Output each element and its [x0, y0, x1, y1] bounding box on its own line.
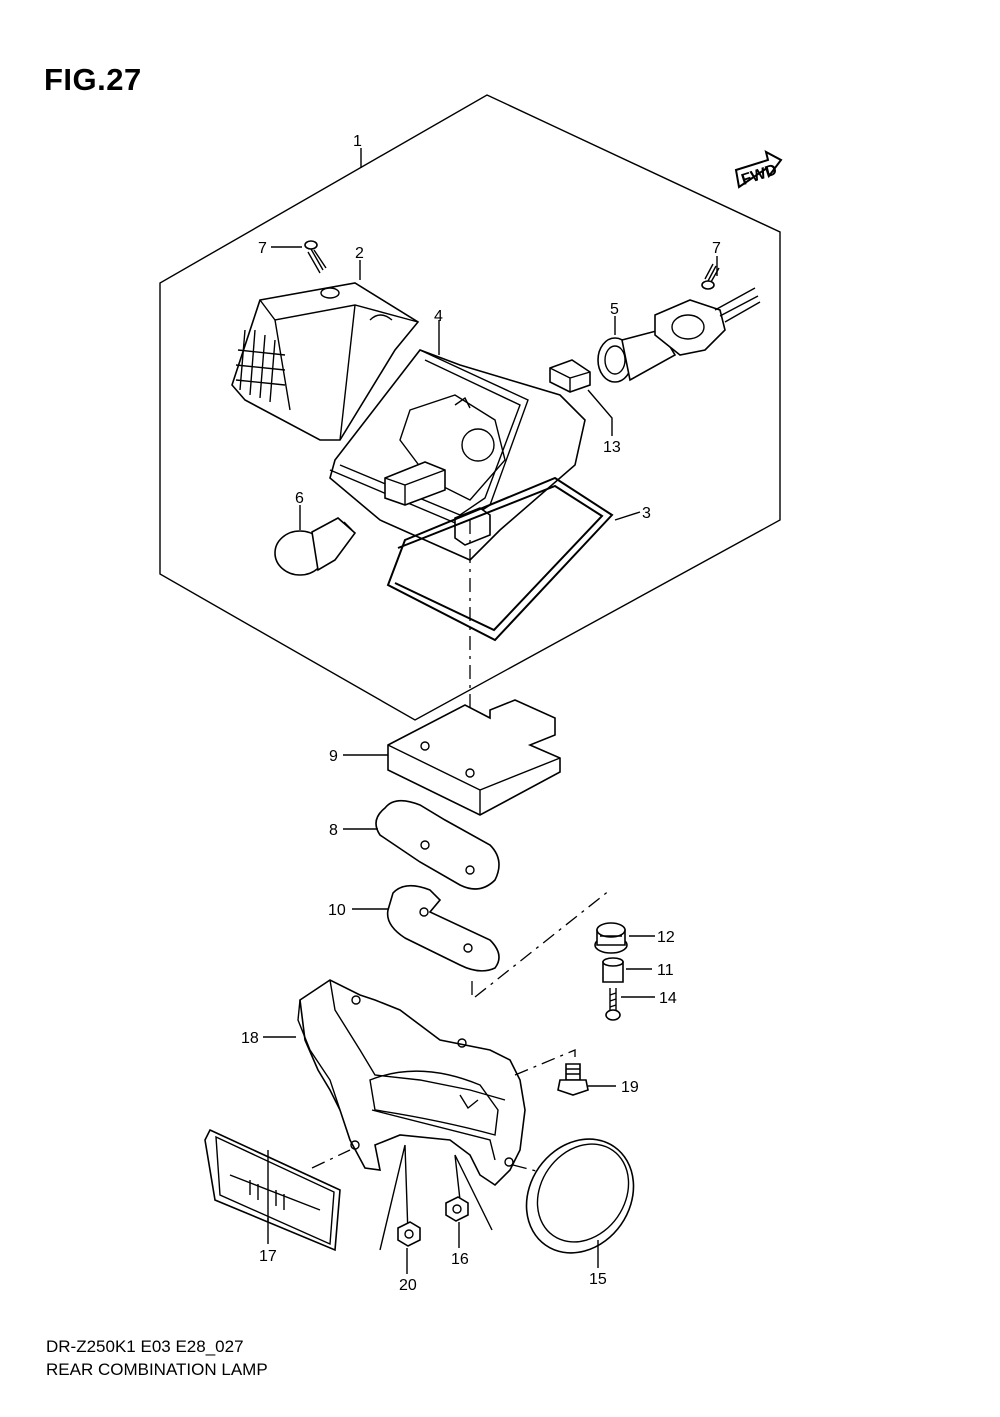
model-code-caption: DR-Z250K1 E03 E28_027: [46, 1337, 244, 1356]
screw-part-left: [304, 240, 327, 274]
callout-7-left: 7: [258, 240, 267, 257]
rear-reflector-part: [204, 1128, 341, 1252]
callout-5: 5: [610, 301, 619, 318]
callout-10: 10: [328, 902, 346, 919]
clamp-part: [549, 359, 591, 393]
callout-14: 14: [659, 990, 677, 1007]
socket-part: [597, 287, 761, 383]
grommet-part: [594, 922, 628, 954]
lens-part: [231, 282, 420, 441]
callout-2: 2: [355, 245, 364, 262]
bolt-part: [557, 1063, 589, 1096]
housing-part: [329, 349, 586, 561]
nut-lead-right: [454, 1154, 493, 1231]
callout-12: 12: [657, 929, 675, 946]
callout-6: 6: [295, 490, 304, 507]
leader-lines: [263, 148, 718, 1274]
callout-16: 16: [451, 1251, 469, 1268]
nut-part-right: [445, 1196, 469, 1222]
callout-13: 13: [603, 439, 621, 456]
reflector-axis-line: [311, 1149, 351, 1169]
fwd-label: FWD: [739, 161, 779, 188]
callout-15: 15: [589, 1271, 607, 1288]
axis-line-diagonal: [474, 889, 611, 998]
spacer-part: [602, 957, 624, 983]
nut-part-left: [397, 1221, 421, 1247]
fwd-arrow-icon: FWD: [734, 150, 783, 189]
screw-part-lower: [605, 988, 621, 1021]
gasket-part: [386, 476, 614, 642]
screw-part-right: [701, 263, 720, 290]
pad-part: [387, 699, 561, 816]
figure-title: FIG.27: [44, 62, 142, 97]
nut-lead-left: [379, 1144, 409, 1251]
callout-8: 8: [329, 822, 338, 839]
callout-20: 20: [399, 1277, 417, 1294]
round-reflector-part: [525, 1138, 635, 1254]
assembly-boundary: [159, 94, 781, 721]
figure-name-caption: REAR COMBINATION LAMP: [46, 1360, 268, 1379]
callout-11: 11: [657, 962, 674, 979]
round-reflector-axis-line: [512, 1164, 541, 1173]
callout-3: 3: [642, 505, 651, 522]
bracket-plate-part: [386, 884, 500, 972]
callout-19: 19: [621, 1079, 639, 1096]
callout-9: 9: [329, 748, 338, 765]
bolt-axis-line: [514, 1049, 576, 1076]
bracket-part: [297, 979, 526, 1187]
callout-7-right: 7: [712, 240, 721, 257]
callout-4: 4: [434, 308, 443, 325]
bulb-part: [274, 517, 357, 576]
callout-17: 17: [259, 1248, 277, 1265]
callout-18: 18: [241, 1030, 259, 1047]
callout-1: 1: [353, 133, 362, 150]
